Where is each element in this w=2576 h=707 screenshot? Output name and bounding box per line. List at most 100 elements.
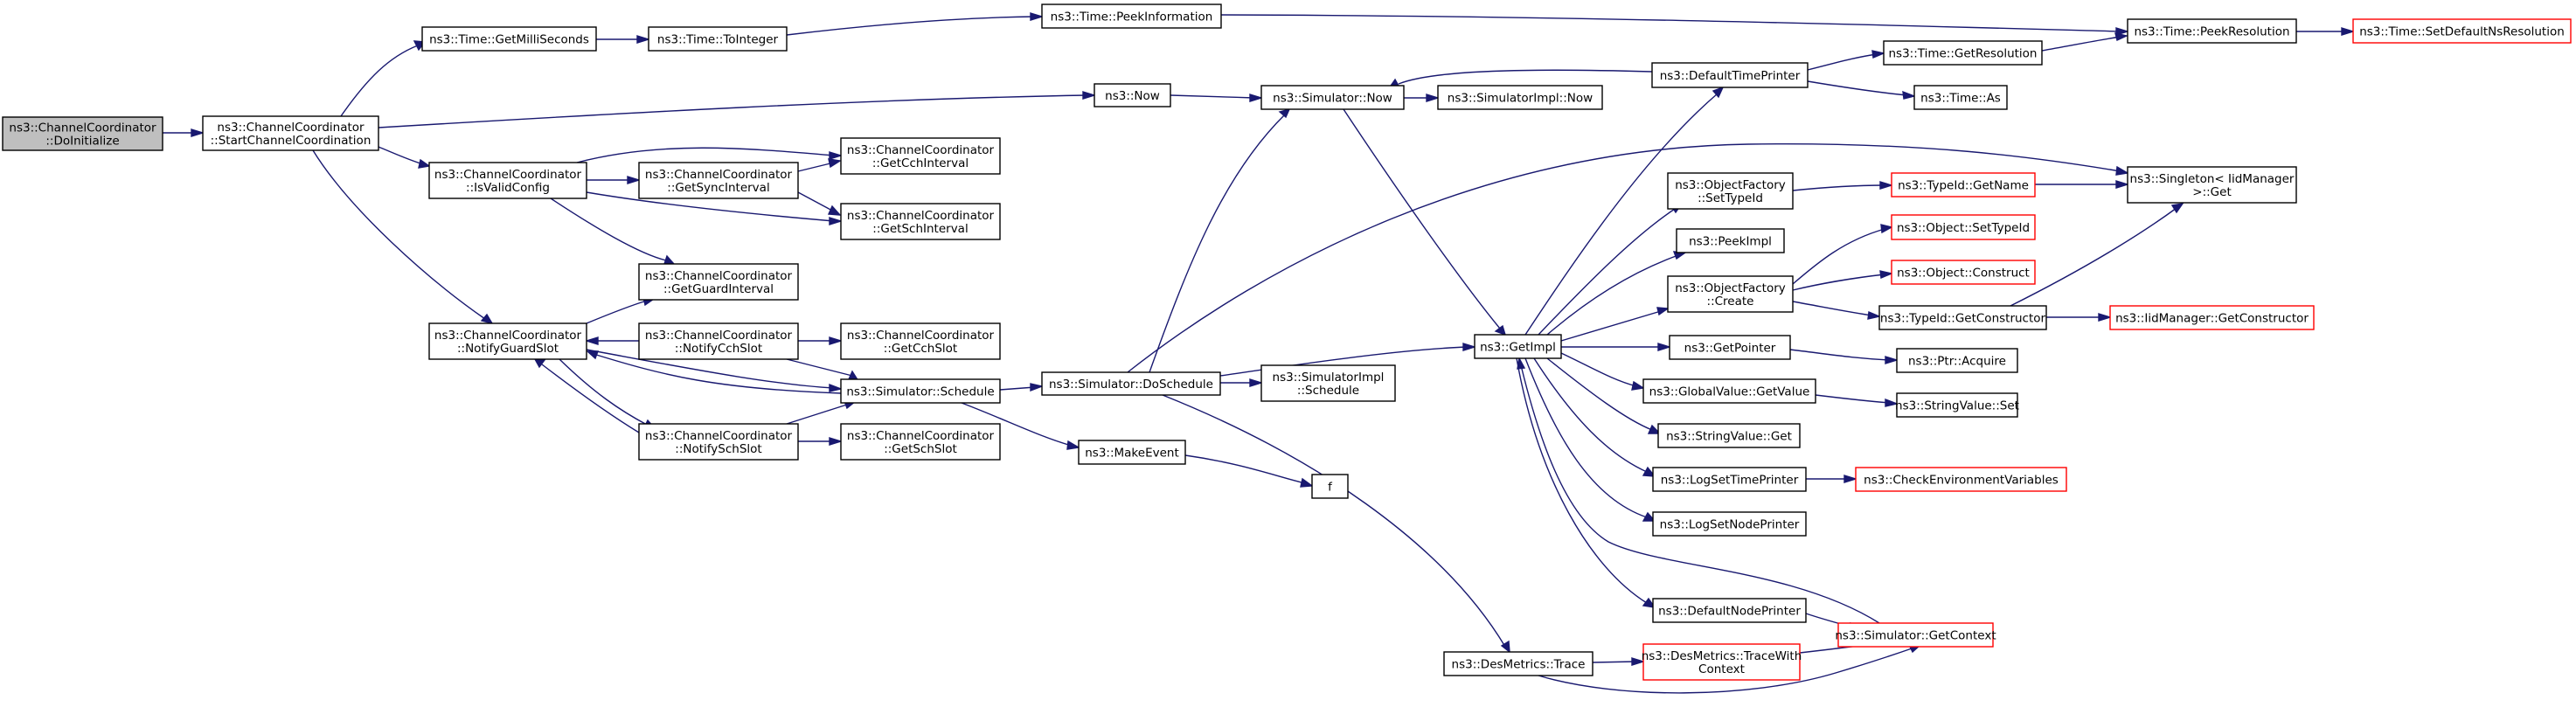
edge-arrowhead — [1030, 12, 1045, 21]
node-label-line: ::Schedule — [1297, 384, 1359, 398]
node-label-line: ns3::ChannelCoordinator — [434, 329, 582, 343]
node-getcchslot[interactable]: ns3::ChannelCoordinator::GetCchSlot — [840, 322, 1001, 360]
node-peekres[interactable]: ns3::Time::PeekResolution — [2127, 18, 2297, 44]
node-logsetnp[interactable]: ns3::LogSetNodePrinter — [1652, 511, 1807, 537]
node-label-line: ns3::ChannelCoordinator — [645, 329, 793, 343]
node-label-line: ns3::Time::PeekInformation — [1051, 10, 1213, 24]
edge-arrowhead — [2115, 180, 2130, 189]
edge-arrowhead — [829, 151, 844, 160]
node-toint[interactable]: ns3::Time::ToInteger — [648, 26, 788, 52]
node-makeevent[interactable]: ns3::MakeEvent — [1078, 440, 1186, 465]
edge-line — [1807, 80, 1908, 96]
node-label-line: ns3::Simulator::Now — [1273, 92, 1392, 106]
node-box — [2127, 18, 2297, 44]
edge-line — [1546, 254, 1679, 336]
node-svget[interactable]: ns3::StringValue::Get — [1657, 423, 1801, 448]
node-ptracquire[interactable]: ns3::Ptr::Acquire — [1896, 348, 2018, 373]
node-isvalid[interactable]: ns3::ChannelCoordinator::IsValidConfig — [428, 162, 587, 199]
node-box — [638, 423, 799, 461]
node-box — [1041, 3, 1222, 29]
edge-arrowhead — [1642, 511, 1656, 522]
node-box — [2, 116, 163, 151]
node-box — [1896, 392, 2018, 418]
call-edge-peekinfo-to-peekres — [1220, 14, 2130, 36]
node-getres[interactable]: ns3::Time::GetResolution — [1883, 40, 2043, 66]
node-label-line: ns3::ChannelCoordinator — [645, 269, 793, 283]
node-label-line: ns3::MakeEvent — [1085, 447, 1179, 461]
node-defnp[interactable]: ns3::DefaultNodePrinter — [1652, 598, 1807, 623]
node-simnow[interactable]: ns3::Simulator::Now — [1260, 85, 1405, 110]
node-objfacsettype[interactable]: ns3::ObjectFactory::SetTypeId — [1667, 172, 1794, 210]
call-edge-toint-to-peekinfo — [786, 12, 1045, 36]
node-logsettp[interactable]: ns3::LogSetTimePrinter — [1652, 467, 1807, 492]
node-timeas[interactable]: ns3::Time::As — [1913, 85, 2008, 110]
node-svset[interactable]: ns3::StringValue::Set — [1895, 392, 2019, 418]
edge-line — [1560, 352, 1637, 387]
node-destrace[interactable]: ns3::DesMetrics::Trace — [1443, 651, 1594, 676]
node-box — [421, 26, 597, 52]
node-startcc[interactable]: ns3::ChannelCoordinator::StartChannelCoo… — [202, 115, 379, 151]
node-objfaccreate[interactable]: ns3::ObjectFactory::Create — [1667, 275, 1794, 313]
edge-arrowhead — [1867, 310, 1882, 320]
edge-arrowhead — [1030, 383, 1045, 392]
node-setdefns[interactable]: ns3::Time::SetDefaultNsResolution — [2352, 18, 2572, 44]
node-getimpl[interactable]: ns3::GetImpl — [1474, 334, 1562, 359]
node-f[interactable]: f — [1311, 474, 1349, 499]
edge-line — [1149, 114, 1286, 373]
call-edge-objfaccreate-to-objconstruct — [1792, 270, 1894, 291]
call-edge-doschedule-to-destrace — [1162, 394, 1510, 654]
edge-arrowhead — [627, 176, 642, 184]
node-doinit[interactable]: ns3::ChannelCoordinator::DoInitialize — [2, 116, 163, 151]
node-doschedule[interactable]: ns3::Simulator::DoSchedule — [1041, 371, 1221, 396]
node-notifyguard[interactable]: ns3::ChannelCoordinator::NotifyGuardSlot — [428, 322, 587, 360]
node-peekinfo[interactable]: ns3::Time::PeekInformation — [1041, 3, 1222, 29]
node-box — [1837, 622, 1994, 648]
node-deftp[interactable]: ns3::DefaultTimePrinter — [1651, 62, 1809, 88]
node-label-line: ::GetSchSlot — [884, 442, 957, 456]
node-getschslot[interactable]: ns3::ChannelCoordinator::GetSchSlot — [840, 423, 1001, 461]
node-objconstruct[interactable]: ns3::Object::Construct — [1891, 260, 2036, 285]
node-label-line: ns3::ChannelCoordinator — [645, 168, 793, 182]
node-checkenv[interactable]: ns3::CheckEnvironmentVariables — [1855, 467, 2067, 492]
node-typeidgetname[interactable]: ns3::TypeId::GetName — [1891, 172, 2036, 198]
edge-line — [593, 353, 842, 394]
node-getpointer[interactable]: ns3::GetPointer — [1669, 335, 1791, 360]
node-simimplsched[interactable]: ns3::SimulatorImpl::Schedule — [1260, 364, 1396, 402]
node-peekimpl[interactable]: ns3::PeekImpl — [1676, 228, 1785, 253]
node-notifysch[interactable]: ns3::ChannelCoordinator::NotifySchSlot — [638, 423, 799, 461]
node-iidgetctor[interactable]: ns3::IidManager::GetConstructor — [2109, 305, 2315, 330]
node-box — [2109, 305, 2315, 330]
edge-arrowhead — [1500, 640, 1510, 654]
node-simimplnow[interactable]: ns3::SimulatorImpl::Now — [1437, 85, 1603, 110]
node-getschint[interactable]: ns3::ChannelCoordinator::GetSchInterval — [840, 203, 1001, 240]
node-getcchint[interactable]: ns3::ChannelCoordinator::GetCchInterval — [840, 137, 1001, 175]
node-singleton[interactable]: ns3::Singleton< IidManager >::Get — [2127, 166, 2297, 204]
call-edge-getimpl-to-objfaccreate — [1560, 307, 1670, 342]
node-notifycch[interactable]: ns3::ChannelCoordinator::NotifyCchSlot — [638, 322, 799, 360]
node-now[interactable]: ns3::Now — [1094, 83, 1171, 107]
node-label-line: ns3::DesMetrics::TraceWith — [1642, 649, 1802, 663]
node-label-line: ns3::CheckEnvironmentVariables — [1864, 474, 2059, 488]
node-schedule[interactable]: ns3::Simulator::Schedule — [840, 378, 1001, 404]
node-label-line: ::GetCchInterval — [872, 156, 969, 170]
node-box — [1891, 214, 2036, 240]
node-box — [1642, 643, 1801, 681]
node-label-line: ns3::ChannelCoordinator — [847, 429, 995, 443]
node-typeidgetctor[interactable]: ns3::TypeId::GetConstructor — [1878, 305, 2047, 330]
edge-arrowhead — [480, 313, 494, 325]
node-label-line: ns3::Time::As — [1920, 92, 2001, 106]
node-getsync[interactable]: ns3::ChannelCoordinator::GetSyncInterval — [638, 162, 799, 199]
node-box — [1891, 260, 2036, 285]
edge-line — [586, 349, 835, 389]
node-box — [638, 322, 799, 360]
call-edge-getimpl-to-peekimpl — [1546, 251, 1688, 336]
node-objsettype[interactable]: ns3::Object::SetTypeId — [1891, 214, 2036, 240]
node-getms[interactable]: ns3::Time::GetMilliSeconds — [421, 26, 597, 52]
edge-line — [541, 364, 640, 433]
edge-arrowhead — [418, 158, 431, 169]
call-edge-now-to-simnow — [1170, 94, 1264, 102]
node-simgetctx[interactable]: ns3::Simulator::GetContext — [1835, 622, 1996, 648]
node-getguard[interactable]: ns3::ChannelCoordinator::GetGuardInterva… — [638, 263, 799, 301]
node-gvgetvalue[interactable]: ns3::GlobalValue::GetValue — [1642, 378, 1816, 404]
